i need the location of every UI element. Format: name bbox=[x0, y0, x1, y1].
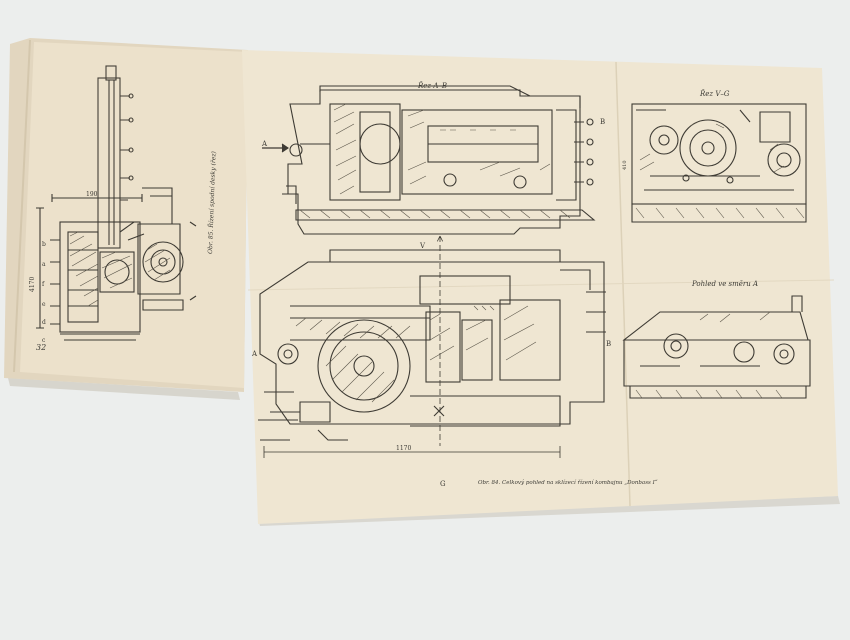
section-vg-hatching bbox=[635, 121, 805, 219]
left-dim-side: 4170 bbox=[29, 277, 36, 292]
svg-text:b: b bbox=[42, 241, 46, 248]
view-a-title: Pohled ve směru A bbox=[691, 280, 758, 288]
figure-caption: Obr. 84. Celkový pohled na sklízecí říze… bbox=[478, 479, 658, 486]
section-ab-drawing bbox=[262, 85, 596, 235]
plan-view-hatching bbox=[295, 305, 537, 403]
view-a-hatching bbox=[635, 311, 783, 399]
plan-dim-line bbox=[263, 235, 561, 458]
section-vg-title: Řez V–G bbox=[699, 89, 730, 98]
left-dim-top: 190 bbox=[86, 191, 98, 198]
label-b-mid: B bbox=[606, 340, 611, 348]
svg-text:e: e bbox=[42, 301, 46, 308]
left-drawing-hatching bbox=[69, 231, 171, 307]
label-b-top: B bbox=[600, 118, 605, 126]
section-vg-dim: 410 bbox=[622, 160, 628, 170]
view-a-drawing bbox=[622, 295, 811, 399]
arrow-label-a-mid: A bbox=[251, 350, 258, 358]
right-page-shadow bbox=[258, 496, 840, 526]
svg-text:a: a bbox=[42, 261, 46, 268]
plan-view-drawing bbox=[258, 249, 606, 441]
svg-text:c: c bbox=[42, 337, 46, 344]
arrow-label-a-top: A bbox=[261, 140, 268, 148]
section-ab-hatching bbox=[299, 103, 571, 219]
left-page-caption: Obr. 85. Řízení spodní desky (řez) bbox=[206, 150, 218, 254]
section-ab-title: Řez A–B bbox=[417, 81, 447, 90]
left-drawing-shaft bbox=[97, 65, 134, 249]
left-page: b a f e d c 190 4170 Obr. 85. Řízení spodní … bbox=[4, 38, 248, 392]
label-g: G bbox=[440, 480, 446, 488]
left-page-sheet bbox=[20, 42, 248, 388]
plan-dim-value: 1170 bbox=[396, 445, 411, 452]
svg-text:d: d bbox=[42, 319, 46, 326]
left-drawing-letters: b a f e d c bbox=[42, 241, 46, 344]
svg-text:f: f bbox=[42, 281, 45, 288]
label-v: V bbox=[419, 242, 426, 250]
left-drawing-housing bbox=[36, 187, 197, 341]
left-page-shadow bbox=[8, 378, 240, 400]
right-page: Řez A–B A B Řez V–G 410 bbox=[242, 50, 838, 524]
section-vg-drawing bbox=[631, 103, 807, 223]
left-page-number: 32 bbox=[36, 343, 46, 352]
